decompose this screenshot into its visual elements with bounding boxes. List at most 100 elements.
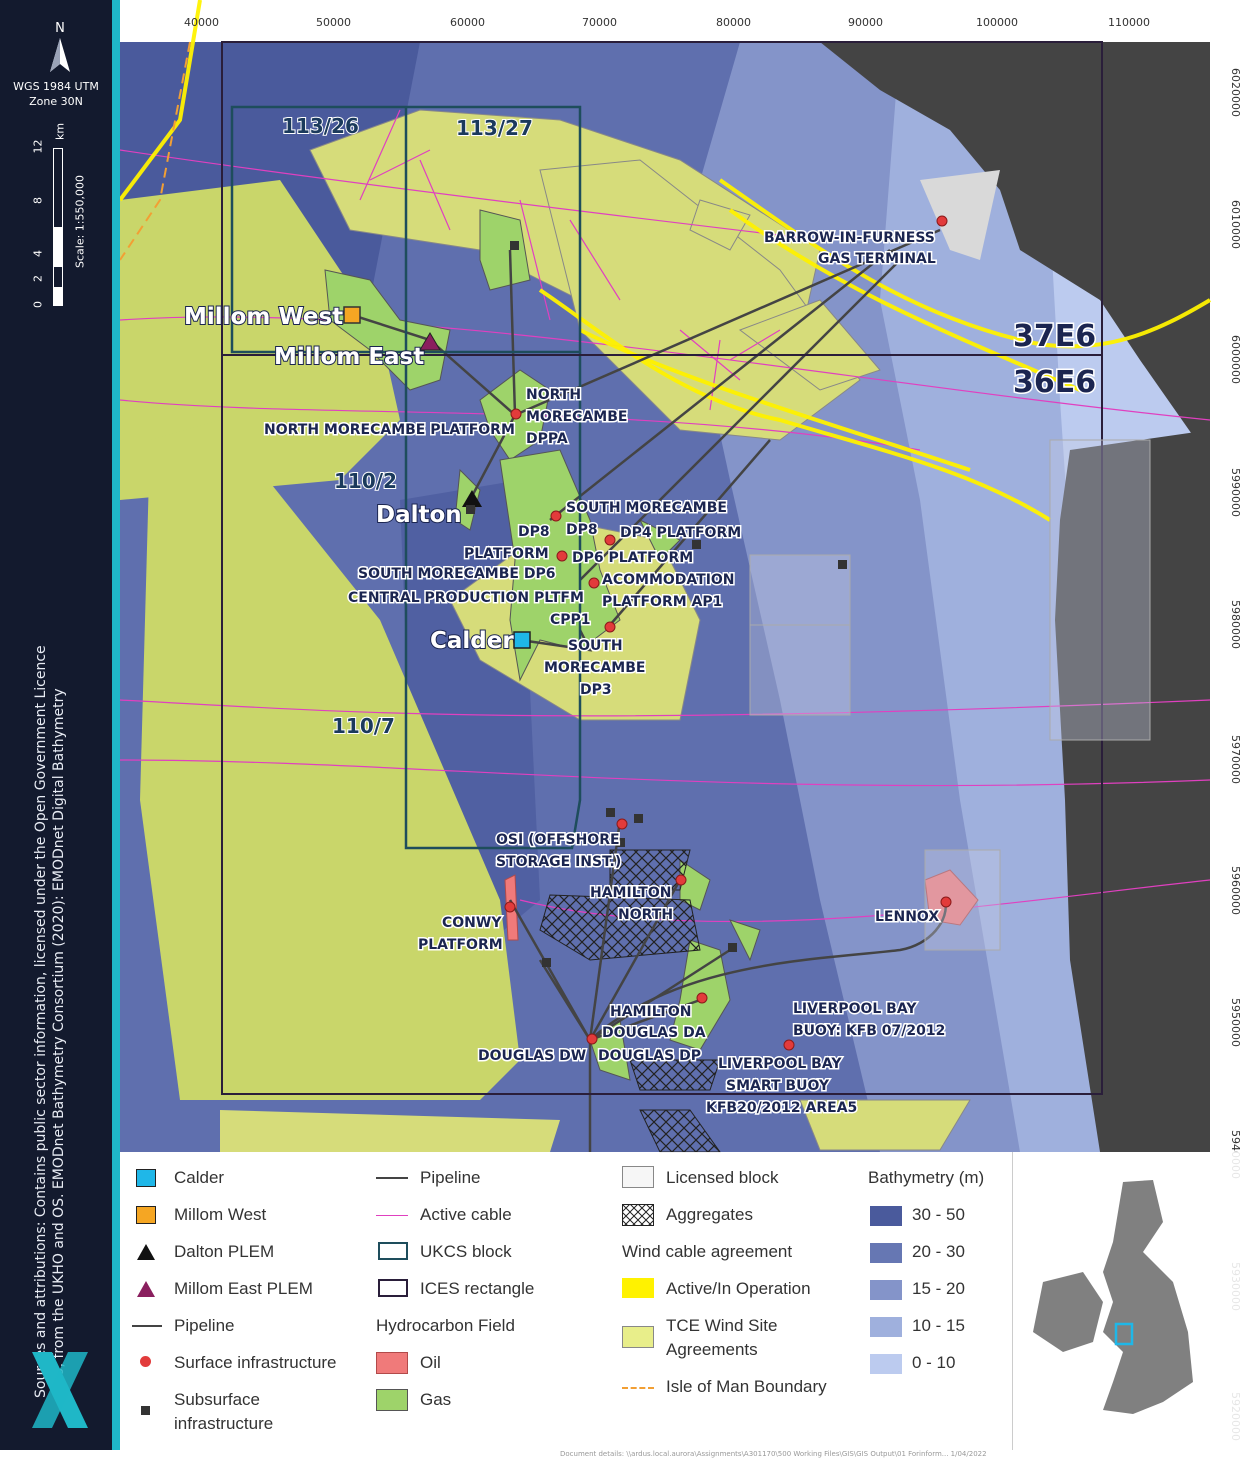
label: STORAGE INST.) [496, 854, 621, 870]
label: KFB20/2012 AREA5 [706, 1100, 857, 1116]
ukcs-blocks [230, 105, 582, 850]
field-label-millom-east: Millom East [274, 344, 424, 370]
y-tick: 5970000 [1229, 735, 1242, 784]
legend-swatch-ukcs [378, 1242, 408, 1260]
label: DP4 PLATFORM [620, 525, 741, 541]
legend-label: Isle of Man Boundary [666, 1377, 827, 1396]
legend-subsurface-square-icon [141, 1406, 150, 1415]
legend-boundary-line [622, 1387, 654, 1389]
label: SMART BUOY [726, 1078, 830, 1094]
label: DOUGLAS DP [598, 1048, 701, 1064]
legend-label: 30 - 50 [912, 1205, 965, 1224]
y-tick: 6020000 [1229, 68, 1242, 117]
scale-tick-2: 2 [31, 275, 45, 282]
legend-label: Agreements [666, 1340, 758, 1359]
legend-label: Active cable [420, 1205, 512, 1224]
scale-unit: km [53, 122, 67, 141]
label: SOUTH MORECAMBE [566, 500, 727, 516]
label: NORTH [526, 387, 581, 403]
legend-swatch-bathy [870, 1354, 902, 1374]
legend-surface-dot-icon [140, 1356, 151, 1367]
y-tick: 5960000 [1229, 866, 1242, 915]
label: PLATFORM [464, 546, 549, 562]
north-arrow-icon [50, 38, 70, 72]
legend-swatch-tce [622, 1326, 654, 1348]
land-cumbria [820, 42, 1210, 460]
block-label: 110/2 [334, 469, 397, 493]
legend-label: Gas [420, 1390, 452, 1409]
field-label-dalton: Dalton [376, 502, 462, 528]
legend-label: Pipeline [420, 1168, 481, 1187]
ices-rectangles [221, 41, 1103, 1095]
label: DOUGLAS DW [478, 1048, 586, 1064]
x-tick: 110000 [1108, 16, 1150, 29]
label: BUOY: KFB 07/2012 [793, 1023, 945, 1039]
wind-site-ne [738, 299, 881, 391]
sidebar: N WGS 1984 UTM Zone 30N km 12 8 4 2 0 Sc… [0, 0, 112, 1450]
x-tick: 100000 [976, 16, 1018, 29]
legend-heading: Wind cable agreement [622, 1242, 793, 1261]
legend-label: Surface infrastructure [174, 1353, 337, 1372]
calder-marker [513, 631, 531, 649]
ices-label: 36E6 [1013, 365, 1096, 400]
crs-label-2: Zone 30N [29, 95, 83, 108]
legend-swatch-bathy [870, 1317, 902, 1337]
label: LENNOX [875, 909, 939, 925]
north-arrow-label: N [55, 21, 65, 36]
legend-heading: Hydrocarbon Field [376, 1316, 515, 1335]
legend-label: Aggregates [666, 1205, 753, 1224]
scale-tick-12: 12 [31, 139, 45, 154]
legend-label: Subsurface [174, 1390, 260, 1409]
label: DPPA [526, 431, 568, 447]
label: DOUGLAS DA [602, 1025, 706, 1041]
label: PLATFORM AP1 [602, 594, 722, 610]
legend-label: TCE Wind Site [666, 1316, 778, 1335]
wind-site-south [799, 1099, 971, 1151]
legend-swatch-active-wind [622, 1278, 654, 1298]
legend-label: Millom East PLEM [174, 1279, 313, 1298]
scale-bar [53, 148, 63, 306]
legend-swatch-licensed [622, 1166, 654, 1188]
legend-label: 15 - 20 [912, 1279, 965, 1298]
x-tick: 90000 [848, 16, 883, 29]
label: BARROW-IN-FURNESS [764, 230, 935, 246]
label: HAMILTON [610, 1004, 691, 1020]
millom-west-marker [343, 306, 361, 324]
label: LIVERPOOL BAY [793, 1001, 917, 1017]
legend-swatch-millom-west [136, 1206, 156, 1224]
x-logo-icon [32, 1352, 88, 1428]
millom-east-plem-marker [419, 332, 441, 351]
wind-site-south-2 [220, 1110, 560, 1152]
legend-swatch-bathy [870, 1280, 902, 1300]
legend-swatch-bathy [870, 1243, 902, 1263]
legend-swatch-gas [376, 1389, 408, 1411]
legend-swatch-bathy [870, 1206, 902, 1226]
label: MORECAMBE [526, 409, 627, 425]
label: SOUTH [568, 638, 623, 654]
x-tick: 70000 [582, 16, 617, 29]
scale-tick-8: 8 [31, 197, 45, 204]
y-tick: 5990000 [1229, 468, 1242, 517]
legend-cable-line [376, 1215, 408, 1216]
legend-pipeline-line-2 [376, 1177, 408, 1179]
legend-aggregates-icon [622, 1204, 654, 1226]
legend-millom-east-triangle-icon [137, 1281, 155, 1297]
label: NORTH MORECAMBE PLATFORM [264, 422, 515, 438]
scale-tick-0: 0 [31, 301, 45, 308]
legend-heading: Bathymetry (m) [868, 1168, 985, 1187]
label: SOUTH MORECAMBE DP6 [358, 566, 555, 582]
label: LIVERPOOL BAY [718, 1056, 842, 1072]
ices-label: 37E6 [1013, 319, 1096, 354]
legend-label: Dalton PLEM [174, 1242, 275, 1261]
wind-site-west-2 [140, 420, 520, 1100]
wind-cables [120, 0, 1212, 522]
label: ACOMMODATION [602, 572, 735, 588]
legend-label: Pipeline [174, 1316, 235, 1335]
legend-label: Licensed block [666, 1168, 779, 1187]
legend-swatch-oil [376, 1352, 408, 1374]
label: GAS TERMINAL [818, 251, 936, 267]
legend-label: Oil [420, 1353, 441, 1372]
legend-label: 10 - 15 [912, 1316, 965, 1335]
inset-overview-map [1012, 1152, 1211, 1450]
subsurface-infrastructure [466, 241, 847, 967]
